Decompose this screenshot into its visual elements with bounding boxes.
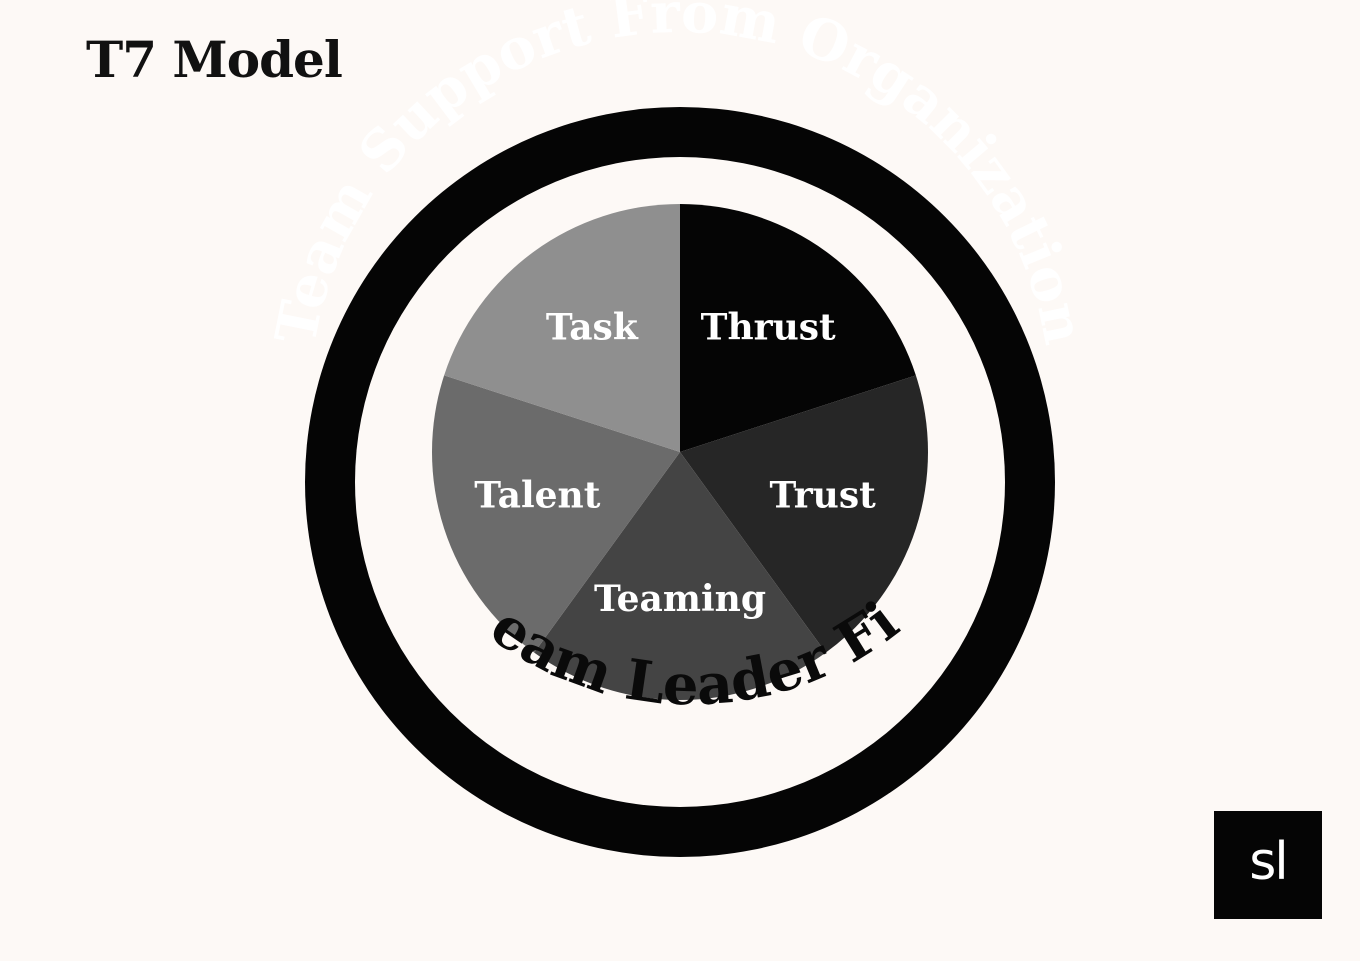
segment-label-thrust: Thrust [701,307,836,349]
segment-teaming [534,452,826,700]
segment-thrust [680,204,916,452]
segment-trust [680,375,928,653]
segment-label-task: Task [546,307,639,349]
page-title: T7 Model [86,30,343,89]
t7-pie [432,204,928,700]
segment-label-trust: Trust [770,474,877,516]
segment-task [444,204,680,452]
segment-label-teaming: Teaming [594,578,766,620]
segment-label-talent: Talent [474,474,600,516]
brand-logo: sl [1214,811,1322,919]
segment-talent [432,375,680,653]
